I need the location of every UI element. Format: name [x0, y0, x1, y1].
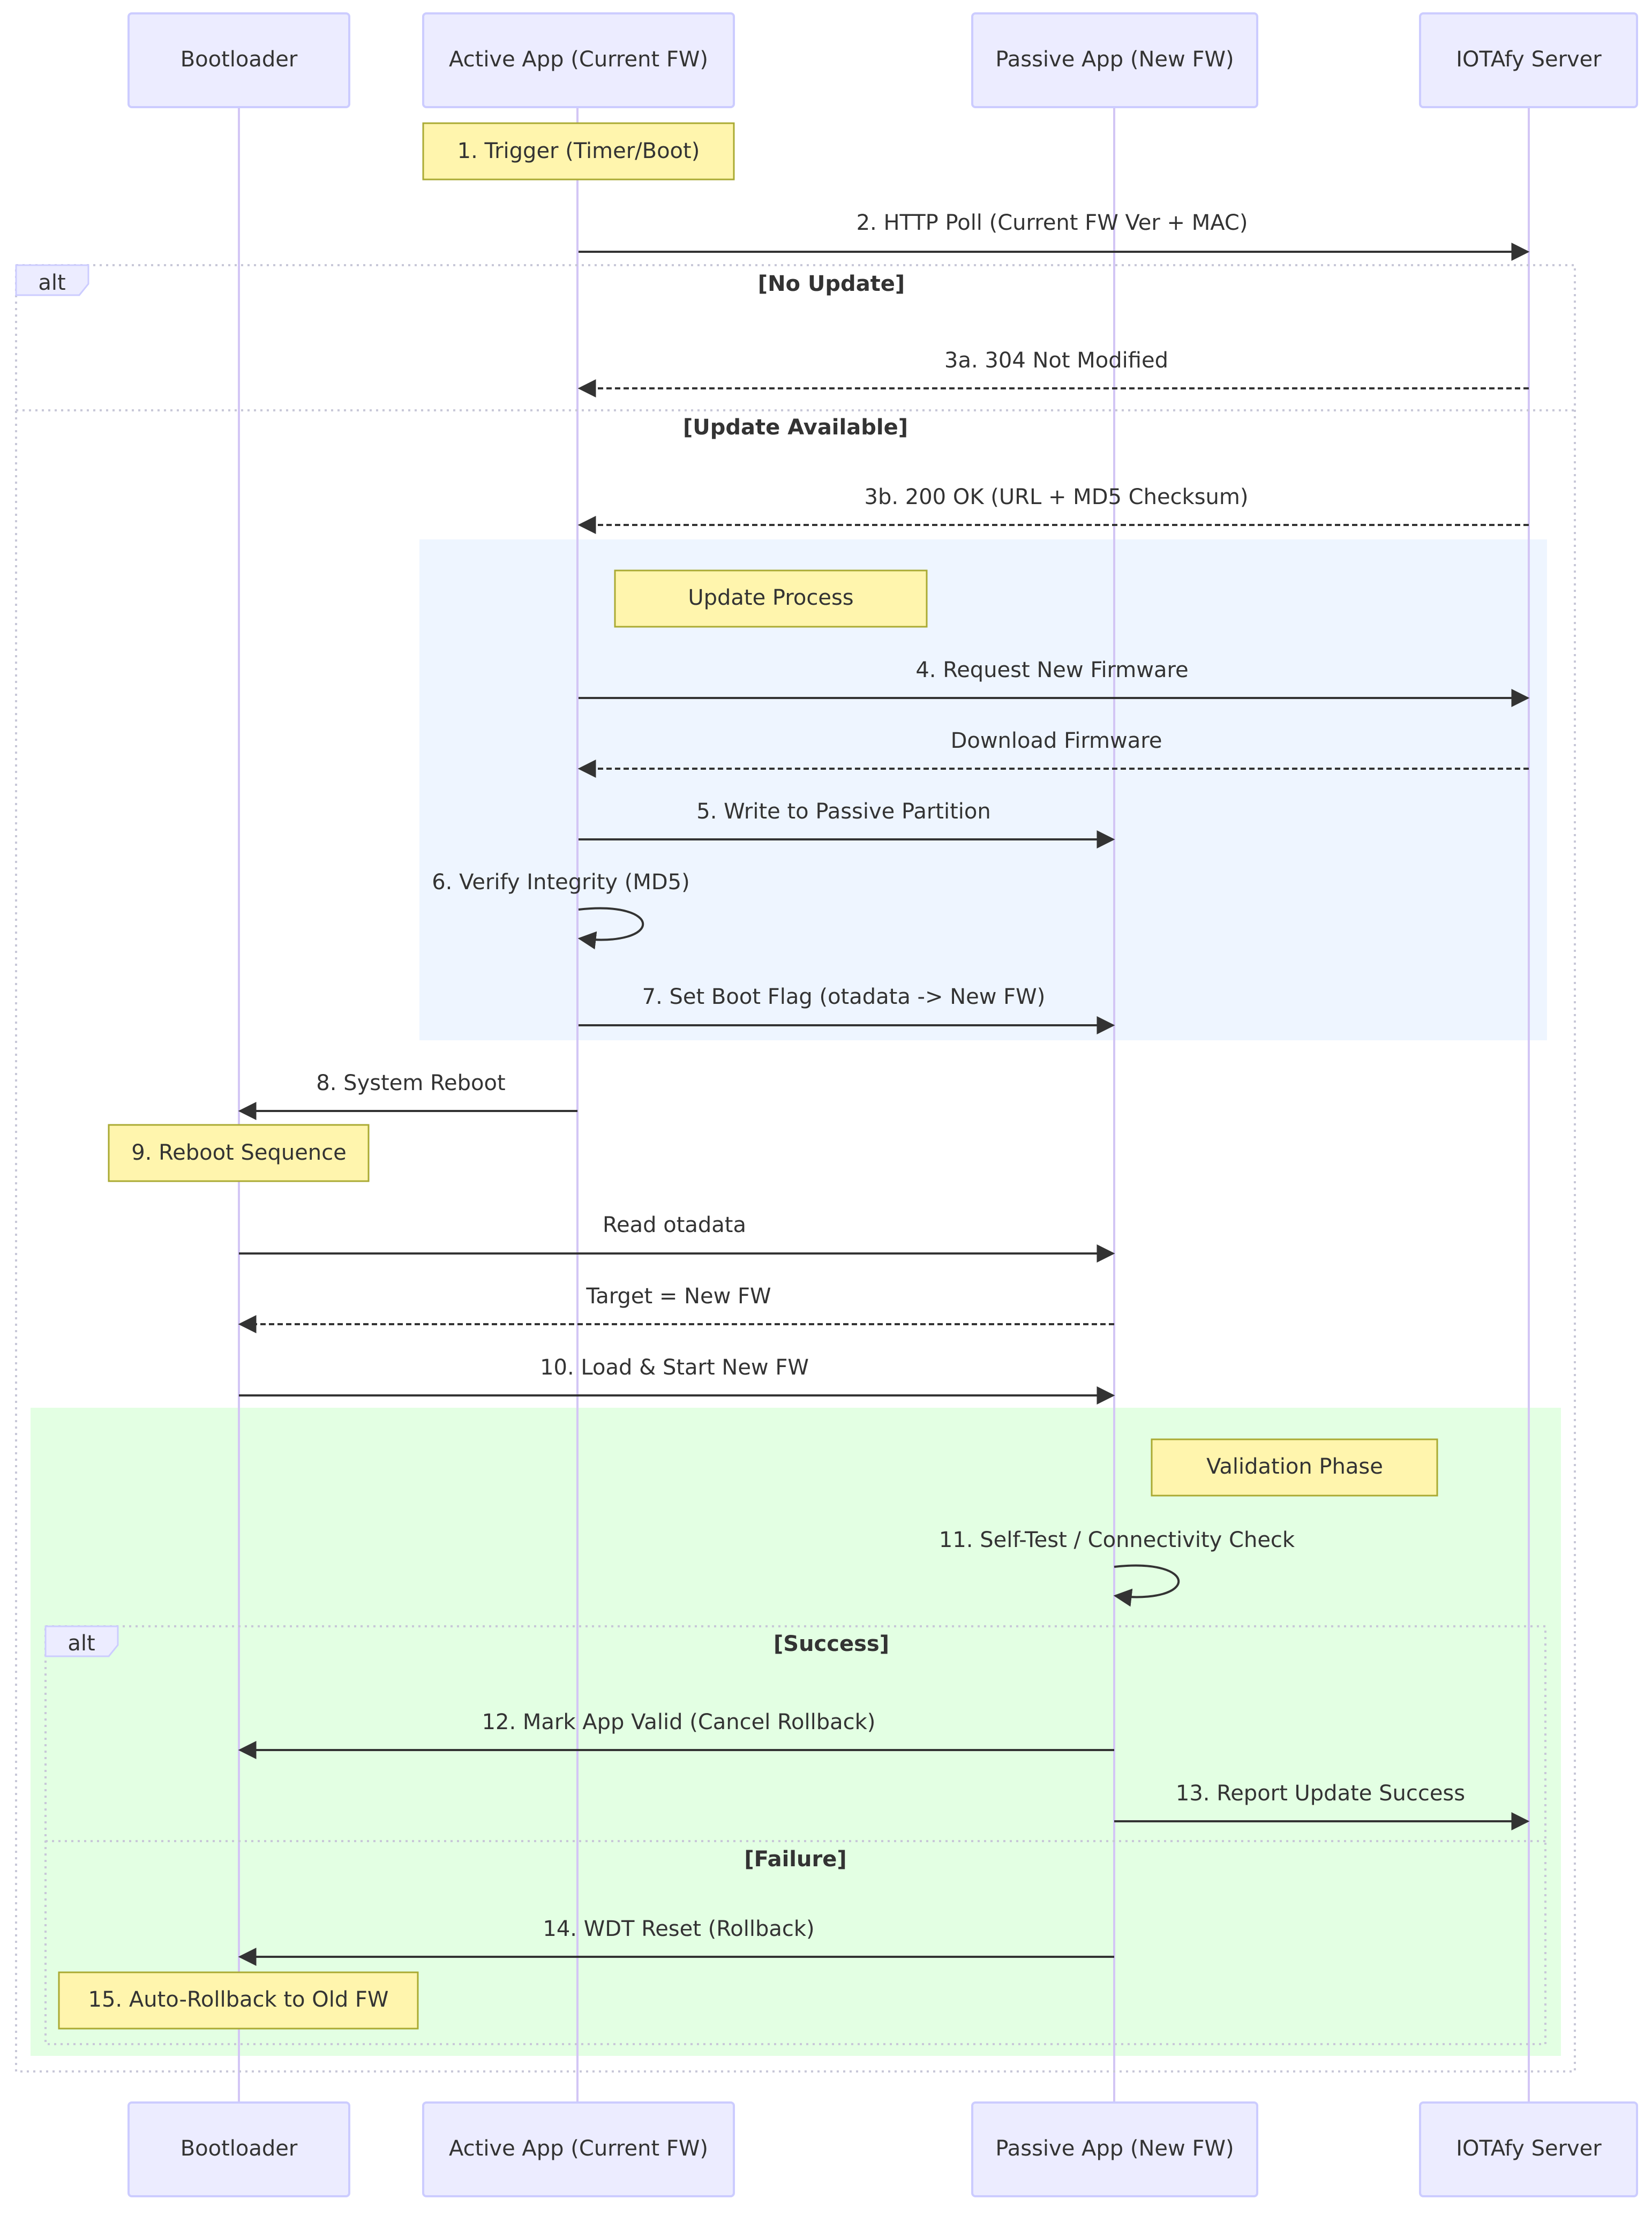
alt-frame-outer: alt [No Update] [Update Available]: [15, 264, 1576, 2073]
alt-label: alt: [38, 271, 65, 295]
svg-text:Target = New FW: Target = New FW: [585, 1284, 771, 1309]
message-11-self-test: 11. Self-Test / Connectivity Check: [939, 1528, 1295, 1607]
svg-text:15. Auto-Rollback to Old FW: 15. Auto-Rollback to Old FW: [88, 1987, 389, 2012]
svg-text:4. Request New Firmware: 4. Request New Firmware: [915, 658, 1188, 682]
participant-server-top: IOTAfy Server: [1419, 12, 1638, 108]
svg-text:12. Mark App Valid (Cancel Rol: 12. Mark App Valid (Cancel Rollback): [482, 1710, 876, 1735]
alt-section-no-update: [No Update]: [758, 272, 905, 296]
svg-text:9. Reboot Sequence: 9. Reboot Sequence: [131, 1140, 347, 1165]
participant-passive-top: Passive App (New FW): [971, 12, 1258, 108]
svg-text:6. Verify Integrity (MD5): 6. Verify Integrity (MD5): [432, 870, 690, 895]
message-10-load-start: 10. Load & Start New FW: [239, 1355, 1115, 1405]
svg-text:Update Process: Update Process: [688, 585, 853, 610]
note-validation-phase: Validation Phase: [1151, 1438, 1438, 1497]
message-4-request-firmware: 4. Request New Firmware: [579, 658, 1530, 707]
alt-label: alt: [67, 1631, 95, 1656]
participant-bootloader-top: Bootloader: [127, 12, 350, 108]
participant-active-bottom: Active App (Current FW): [422, 2101, 735, 2197]
svg-text:Read otadata: Read otadata: [603, 1213, 746, 1237]
participant-server-bottom: IOTAfy Server: [1419, 2101, 1638, 2197]
alt-section-success: [Success]: [774, 1632, 889, 1656]
participant-bootloader-bottom: Bootloader: [127, 2101, 350, 2197]
message-3a-not-modified: 3a. 304 Not Modified: [577, 348, 1529, 397]
svg-text:IOTAfy Server: IOTAfy Server: [1456, 2136, 1602, 2161]
message-3b-200-ok: 3b. 200 OK (URL + MD5 Checksum): [577, 485, 1529, 534]
svg-text:3b. 200 OK (URL + MD5 Checksum: 3b. 200 OK (URL + MD5 Checksum): [865, 485, 1249, 509]
message-14-wdt-reset: 14. WDT Reset (Rollback): [238, 1917, 1114, 1966]
message-download-firmware: Download Firmware: [577, 729, 1529, 778]
svg-text:11. Self-Test / Connectivity C: 11. Self-Test / Connectivity Check: [939, 1528, 1295, 1552]
participant-passive-bottom: Passive App (New FW): [971, 2101, 1258, 2197]
svg-text:14. WDT Reset (Rollback): 14. WDT Reset (Rollback): [543, 1917, 814, 1941]
message-5-write-passive: 5. Write to Passive Partition: [579, 799, 1115, 849]
validation-phase-region: [31, 1408, 1561, 2056]
note-trigger: 1. Trigger (Timer/Boot): [422, 122, 735, 181]
note-auto-rollback: 15. Auto-Rollback to Old FW: [58, 1971, 419, 2030]
svg-text:3a. 304 Not Modified: 3a. 304 Not Modified: [944, 348, 1168, 373]
svg-text:8. System Reboot: 8. System Reboot: [316, 1071, 505, 1095]
svg-text:13. Report Update Success: 13. Report Update Success: [1176, 1781, 1465, 1806]
svg-text:Active App (Current FW): Active App (Current FW): [449, 47, 708, 72]
message-7-set-boot-flag: 7. Set Boot Flag (otadata -> New FW): [579, 985, 1115, 1034]
svg-text:Bootloader: Bootloader: [181, 47, 298, 72]
svg-text:10. Load & Start New FW: 10. Load & Start New FW: [540, 1355, 809, 1380]
message-target-new-fw: Target = New FW: [238, 1284, 1114, 1333]
svg-text:Passive App (New FW): Passive App (New FW): [995, 47, 1234, 72]
svg-text:1. Trigger (Timer/Boot): 1. Trigger (Timer/Boot): [457, 139, 700, 163]
note-update-process: Update Process: [614, 569, 928, 628]
svg-text:2. HTTP Poll (Current FW Ver +: 2. HTTP Poll (Current FW Ver + MAC): [857, 211, 1248, 235]
alt-section-update-available: [Update Available]: [683, 415, 908, 440]
message-13-report-success: 13. Report Update Success: [1114, 1781, 1530, 1830]
message-read-otadata: Read otadata: [239, 1213, 1115, 1263]
svg-text:5. Write to Passive Partition: 5. Write to Passive Partition: [696, 799, 990, 824]
note-reboot-sequence: 9. Reboot Sequence: [108, 1124, 370, 1182]
alt-frame-inner: alt [Success] [Failure]: [44, 1625, 1546, 2045]
svg-text:Download Firmware: Download Firmware: [951, 729, 1162, 753]
message-6-verify-integrity: 6. Verify Integrity (MD5): [432, 870, 690, 950]
message-2-http-poll: 2. HTTP Poll (Current FW Ver + MAC): [579, 211, 1530, 261]
message-12-mark-valid: 12. Mark App Valid (Cancel Rollback): [238, 1710, 1114, 1759]
svg-text:7. Set Boot Flag (otadata -> N: 7. Set Boot Flag (otadata -> New FW): [642, 985, 1046, 1009]
alt-section-failure: [Failure]: [744, 1847, 846, 1872]
svg-text:Passive App (New FW): Passive App (New FW): [995, 2136, 1234, 2161]
participant-active-top: Active App (Current FW): [422, 12, 735, 108]
update-process-region: [419, 539, 1547, 1040]
svg-text:Validation Phase: Validation Phase: [1206, 1454, 1383, 1479]
svg-text:Bootloader: Bootloader: [181, 2136, 298, 2161]
svg-text:Active App (Current FW): Active App (Current FW): [449, 2136, 708, 2161]
svg-text:IOTAfy Server: IOTAfy Server: [1456, 47, 1602, 72]
message-8-system-reboot: 8. System Reboot: [238, 1071, 577, 1120]
